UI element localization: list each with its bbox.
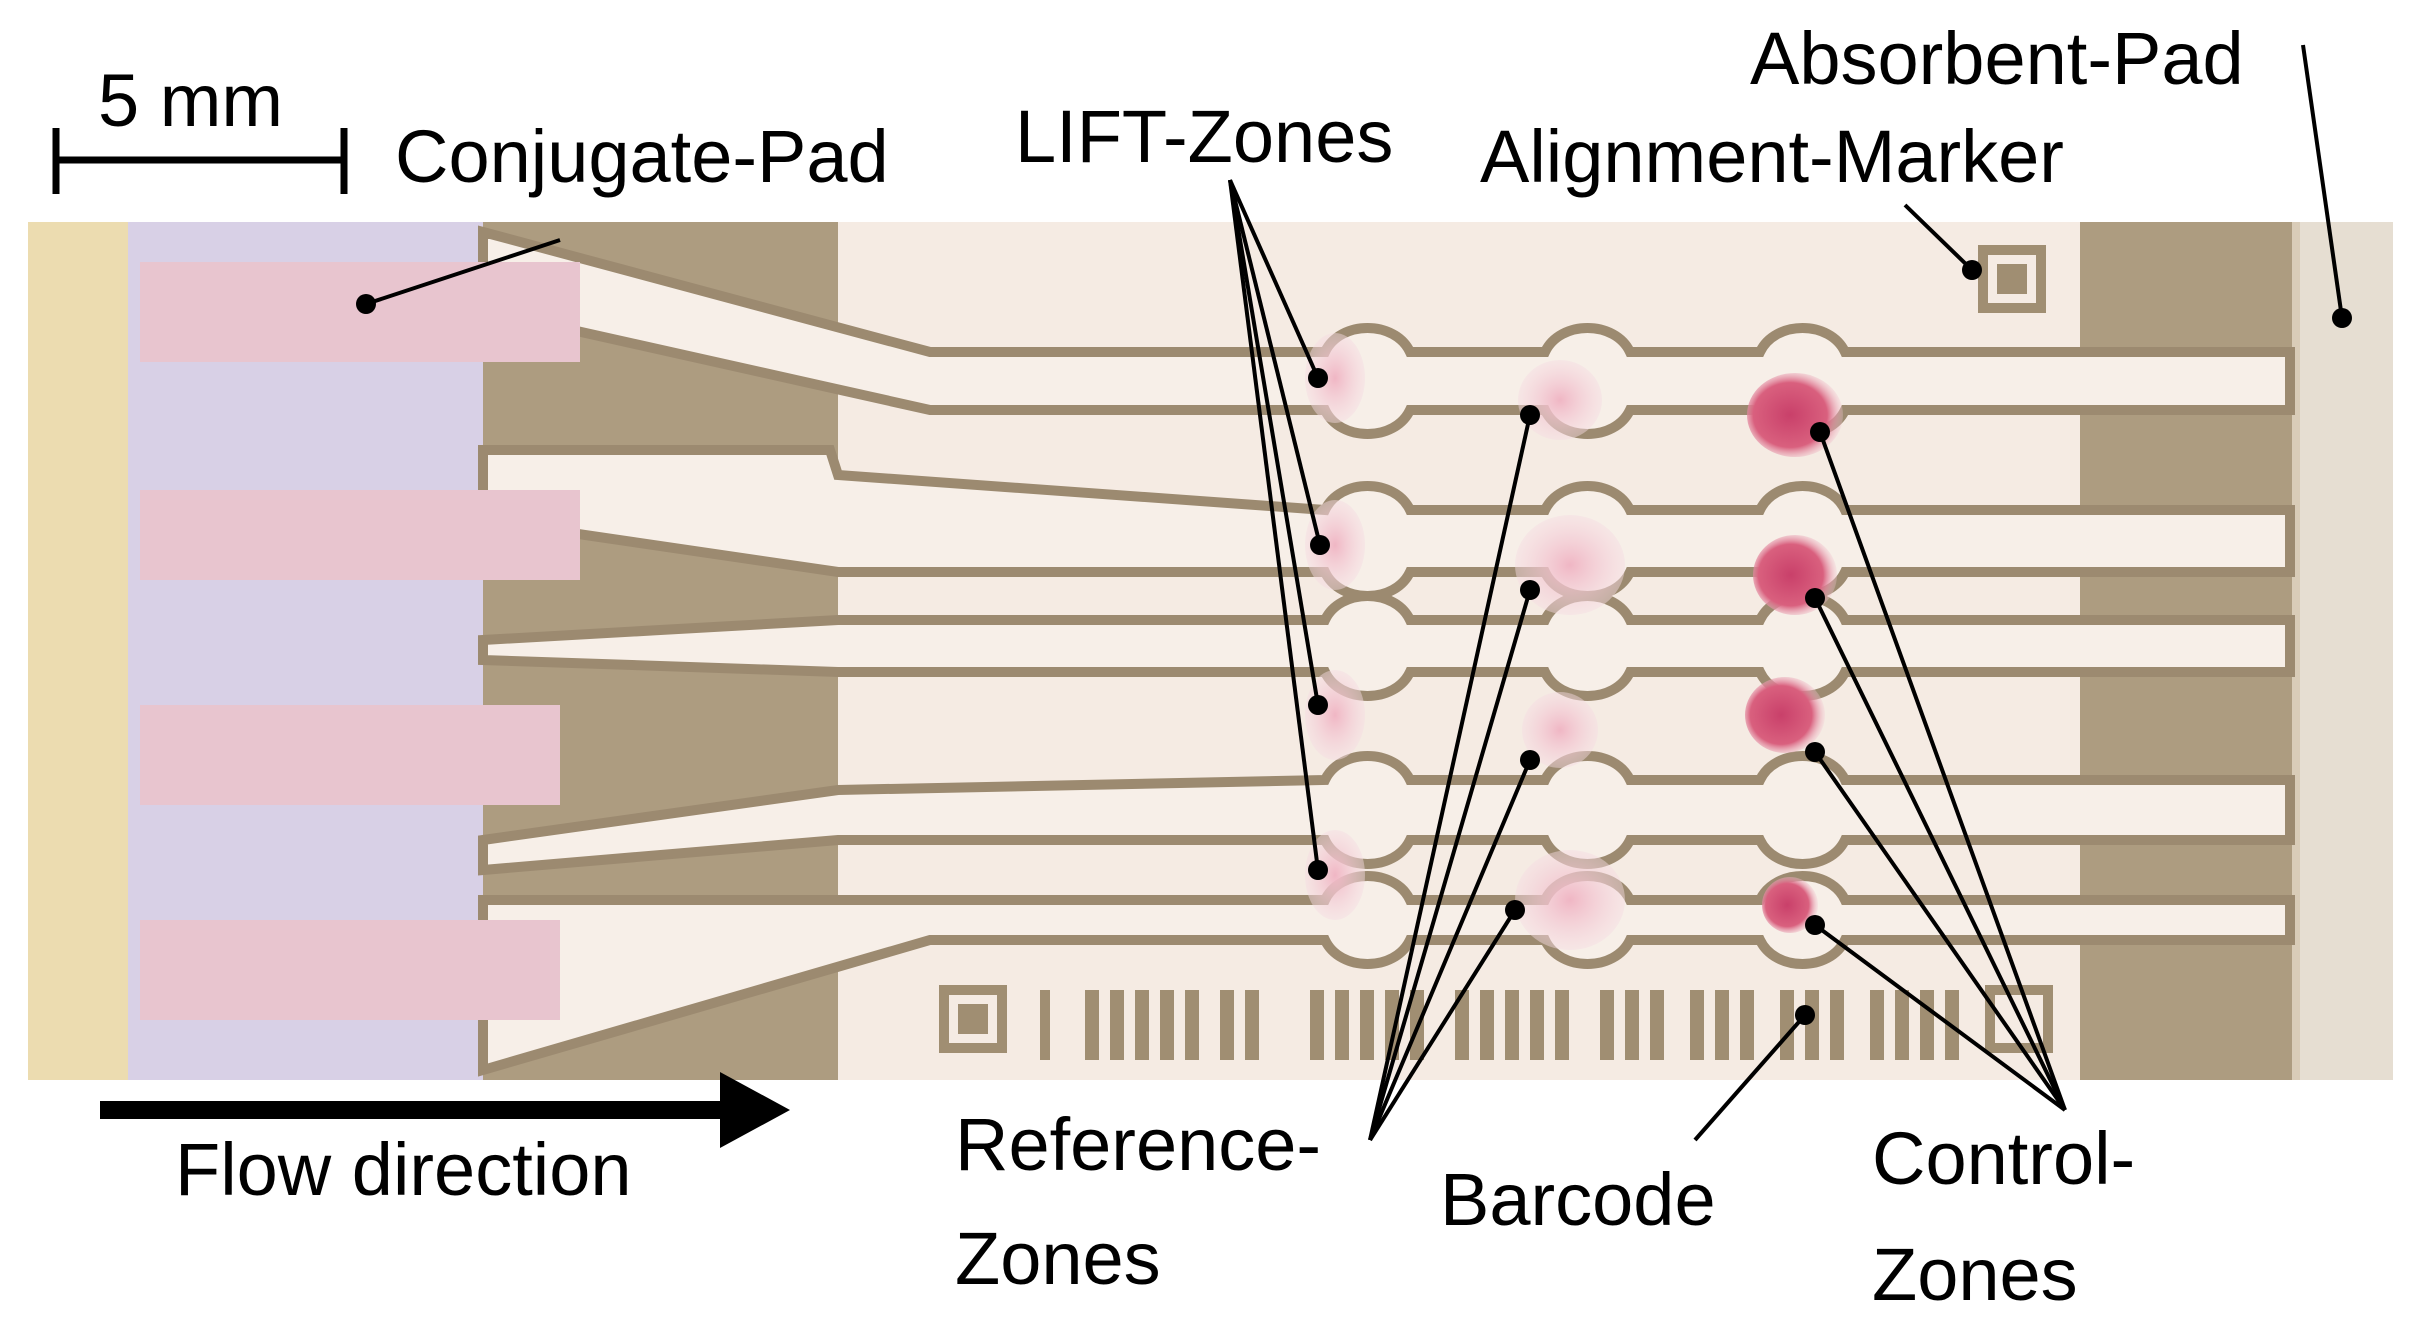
flow-direction-arrow — [100, 1072, 790, 1148]
alignment-marker — [1978, 245, 2046, 313]
control-zones-label-line1: Control- — [1872, 1117, 2136, 1200]
conjugate-pad-label: Conjugate-Pad — [395, 115, 889, 198]
reference-zones-label-line2: Zones — [955, 1217, 1161, 1300]
absorbent-pad-label: Absorbent-Pad — [1750, 17, 2244, 100]
lift-zones-label: LIFT-Zones — [1015, 95, 1394, 178]
flow-direction-label: Flow direction — [175, 1128, 632, 1211]
leader-lines — [365, 44, 2344, 1142]
alignment-marker-label: Alignment-Marker — [1480, 115, 2064, 198]
lift-zone-spots — [1305, 333, 1365, 920]
reference-zones-label-line1: Reference- — [955, 1103, 1322, 1186]
barcode-region — [939, 985, 2053, 1060]
absorbent-pad — [2297, 222, 2393, 1080]
barcode-label: Barcode — [1440, 1158, 1716, 1241]
left-edge-pad — [28, 222, 128, 1080]
control-zones-label-line2: Zones — [1872, 1233, 2078, 1316]
conjugate-pads — [140, 262, 580, 1020]
channels — [478, 225, 2295, 1077]
reference-zone-spots — [1515, 360, 1625, 950]
scale-bar-label: 5 mm — [98, 59, 283, 142]
scale-bar — [52, 128, 348, 194]
leader-dots — [356, 260, 2352, 1025]
